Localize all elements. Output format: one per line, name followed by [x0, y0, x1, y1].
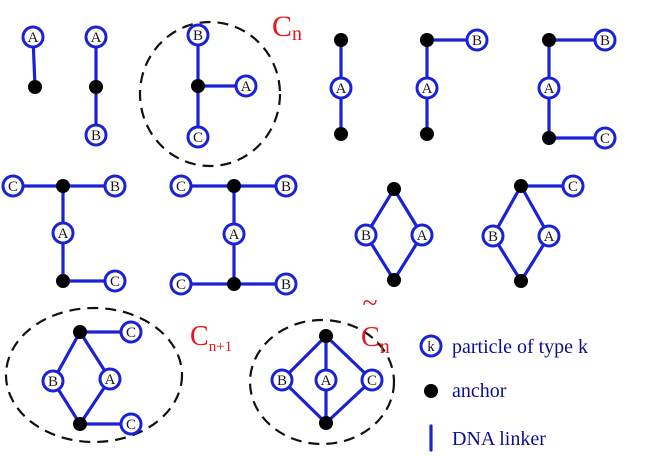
- structure-5: B A: [415, 28, 489, 141]
- anchor-icon: [424, 384, 438, 398]
- particle-label: A: [105, 372, 116, 388]
- anchor: [56, 179, 70, 193]
- anchor: [73, 325, 87, 339]
- particle-label: B: [488, 229, 498, 245]
- legend-particle-text: particle of type k: [452, 336, 588, 358]
- anchor: [514, 274, 528, 288]
- structure-12: B A C: [248, 318, 396, 446]
- structure-11: C B A C: [4, 306, 184, 444]
- particle-label: C: [600, 131, 610, 147]
- particle-label: A: [417, 228, 428, 244]
- particle-label: A: [336, 81, 347, 97]
- anchor: [420, 33, 434, 47]
- structure-3: B A C: [138, 20, 282, 168]
- anchor: [387, 273, 401, 287]
- anchor: [227, 179, 241, 193]
- particle-label: B: [281, 179, 291, 195]
- anchor: [514, 179, 528, 193]
- anchor: [56, 274, 70, 288]
- anchor: [73, 417, 87, 431]
- particle-label: C: [193, 130, 203, 146]
- particle-label: B: [48, 374, 58, 390]
- cluster-outline-cn-tilde: [248, 318, 396, 446]
- particle-label: C: [110, 274, 120, 290]
- structure-1: A: [21, 25, 45, 94]
- svg-text:Cn: Cn: [361, 322, 390, 358]
- anchor: [334, 127, 348, 141]
- structure-6: B A C: [537, 28, 617, 150]
- legend-particle-symbol: k: [427, 339, 435, 355]
- label-c-n-plus-1: Cn+1: [190, 321, 232, 355]
- particle-label: A: [321, 373, 332, 389]
- particle-label: A: [544, 81, 555, 97]
- particle-icon: [419, 334, 443, 358]
- particle-label: C: [126, 417, 136, 433]
- label-c-n-tilde: ~ Cn: [361, 288, 390, 358]
- particle-label: A: [241, 79, 252, 95]
- legend-linker: DNA linker: [429, 424, 546, 452]
- anchor: [191, 79, 205, 93]
- particle-label: B: [110, 179, 120, 195]
- particle-label: B: [600, 33, 610, 49]
- particle-label: A: [229, 227, 240, 243]
- legend: k particle of type k anchor DNA linker: [419, 334, 588, 452]
- anchor: [28, 80, 42, 94]
- particle-label: A: [544, 229, 555, 245]
- particle-label: B: [472, 33, 482, 49]
- structure-4: A: [329, 33, 353, 141]
- particle-label: A: [58, 226, 69, 242]
- structure-9: B A: [354, 182, 434, 287]
- legend-anchor-text: anchor: [452, 380, 507, 402]
- structure-8: C B A C B: [169, 174, 298, 296]
- anchor: [89, 80, 103, 94]
- anchor: [227, 277, 241, 291]
- particle-label: C: [176, 277, 186, 293]
- anchor: [542, 131, 556, 145]
- anchor: [420, 127, 434, 141]
- cluster-outline-cn-plus-1: [4, 306, 184, 444]
- particle-label: B: [281, 277, 291, 293]
- particle-label: C: [8, 179, 18, 195]
- structure-7: C B A C: [1, 174, 127, 293]
- particle-label: A: [422, 81, 433, 97]
- particle-label: C: [176, 179, 186, 195]
- legend-linker-text: DNA linker: [452, 428, 546, 450]
- structure-2: A B: [84, 25, 108, 147]
- particle-label: B: [361, 228, 371, 244]
- cluster-outline-cn: [138, 20, 282, 168]
- particle-label: C: [568, 179, 578, 195]
- particle-label: B: [193, 28, 203, 44]
- particle-label: A: [28, 30, 39, 46]
- legend-particle: k particle of type k: [419, 334, 588, 358]
- anchor: [319, 416, 333, 430]
- particle-label: B: [91, 128, 101, 144]
- particle-label: C: [126, 325, 136, 341]
- anchor: [334, 33, 348, 47]
- anchor: [387, 182, 401, 196]
- structure-10: C B A: [481, 174, 585, 288]
- particle-label: A: [91, 30, 102, 46]
- svg-text:~: ~: [362, 288, 377, 319]
- label-c-n: Cn: [272, 10, 302, 45]
- legend-anchor: anchor: [424, 380, 507, 402]
- anchor: [319, 329, 333, 343]
- anchor: [542, 33, 556, 47]
- particle-label: C: [367, 373, 377, 389]
- particle-label: B: [277, 373, 287, 389]
